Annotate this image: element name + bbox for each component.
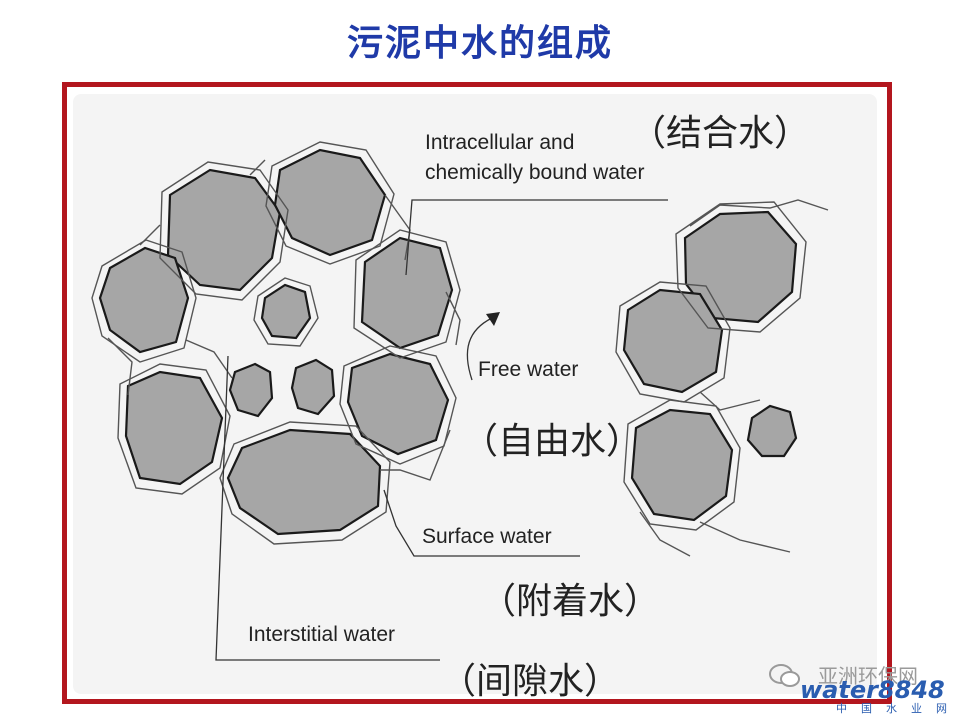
- free-water-arrow: [466, 317, 493, 381]
- water-film: [159, 161, 289, 301]
- leader-intracellular: [405, 199, 668, 276]
- water-film: [91, 239, 197, 363]
- water-film: [353, 229, 461, 359]
- watermark-text: 亚洲环保网: [818, 664, 918, 688]
- particle: [166, 168, 282, 292]
- water-film: [265, 141, 395, 265]
- strand: [249, 159, 266, 176]
- water-film: [675, 201, 807, 333]
- surface-water-cn-label: （附着水）: [480, 581, 661, 622]
- water-film: [219, 421, 391, 545]
- water-film: [615, 281, 731, 403]
- surface-water-label: Surface water: [422, 525, 552, 548]
- particle: [746, 404, 798, 458]
- watermark-subtitle: 中国水业网: [836, 702, 960, 715]
- intracellular-label-line2: chemically bound water: [425, 161, 645, 184]
- free-water-cn-label: （自由水）: [462, 421, 643, 462]
- particle: [98, 246, 190, 354]
- strand: [380, 429, 451, 481]
- particle: [630, 408, 734, 522]
- particle: [622, 288, 724, 394]
- particle: [260, 283, 312, 340]
- particle: [360, 236, 454, 350]
- strand: [185, 339, 233, 379]
- particle: [226, 428, 382, 536]
- particle: [273, 148, 387, 257]
- page-title: 污泥中水的组成: [346, 23, 613, 64]
- leader-surface: [383, 489, 580, 557]
- bound-water-cn-label: （结合水）: [630, 113, 811, 154]
- strand: [139, 224, 161, 246]
- wechat-icon: [769, 664, 800, 687]
- water-film: [117, 363, 231, 495]
- intracellular-label-line1: Intracellular and: [425, 131, 575, 154]
- free-water-label: Free water: [478, 358, 579, 381]
- particle: [346, 352, 450, 456]
- strand: [639, 511, 691, 557]
- particle: [228, 362, 274, 418]
- strand: [699, 391, 761, 411]
- strand: [699, 521, 791, 553]
- particle: [124, 370, 224, 486]
- strand: [445, 291, 461, 346]
- strand: [107, 337, 133, 396]
- strand: [689, 199, 829, 227]
- water-film: [623, 399, 741, 531]
- interstitial-water-label: Interstitial water: [248, 623, 396, 646]
- particle: [290, 358, 336, 416]
- water-film: [253, 277, 319, 347]
- leader-interstitial: [215, 355, 440, 661]
- interstitial-water-cn-label: （间隙水）: [440, 661, 621, 702]
- watermark-logo: water8848: [800, 676, 945, 704]
- free-water-arrowhead: [486, 312, 500, 326]
